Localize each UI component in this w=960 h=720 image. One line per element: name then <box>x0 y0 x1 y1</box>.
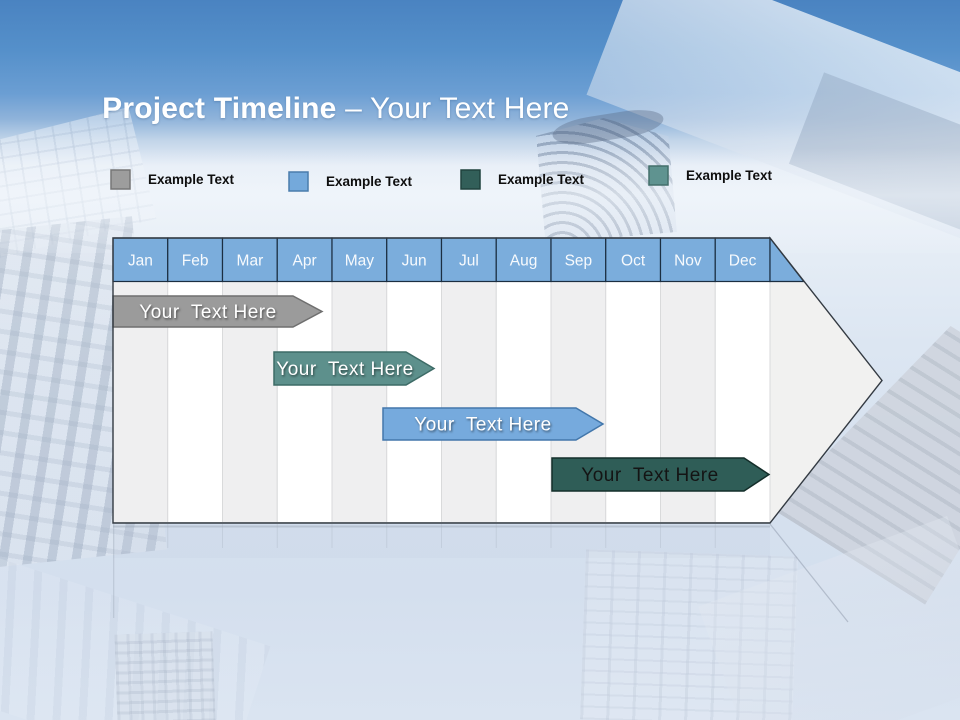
month-label-apr: Apr <box>293 253 317 270</box>
legend-swatch-rect <box>288 171 309 192</box>
legend-item-teal[interactable]: Example Text <box>648 165 772 186</box>
month-label-dec: Dec <box>729 253 757 270</box>
legend-swatch-rect <box>110 169 131 190</box>
month-label-aug: Aug <box>510 253 538 270</box>
month-label-oct: Oct <box>621 253 646 270</box>
task-bar-blue[interactable]: Your Text Here <box>382 407 605 441</box>
page-title[interactable]: Project Timeline – Your Text Here <box>68 58 570 160</box>
legend-swatch-rect <box>648 165 669 186</box>
column-jul <box>441 281 497 523</box>
task-bar-gray[interactable]: Your Text Here <box>112 295 324 328</box>
legend-item-gray[interactable]: Example Text <box>110 169 234 190</box>
month-label-jul: Jul <box>459 253 479 270</box>
header-cell-may <box>331 237 388 283</box>
month-label-jan: Jan <box>128 253 153 270</box>
column-jun <box>386 281 442 523</box>
task-bar-label: Your Text Here <box>581 465 718 486</box>
column-may <box>331 281 388 523</box>
title-bold-text: Project Timeline <box>102 92 346 125</box>
month-label-may: May <box>345 253 375 270</box>
month-label-jun: Jun <box>402 253 427 270</box>
task-bar-dark-teal[interactable]: Your Text Here <box>551 457 771 492</box>
legend-swatch-teal <box>648 165 669 186</box>
big-arrow-outline <box>112 237 883 524</box>
task-bar-blue-shape[interactable] <box>382 407 605 441</box>
header-cell-jul <box>440 237 497 283</box>
month-labels: Jan Feb Mar Apr May Jun Jul Aug Sep Oct … <box>128 253 757 270</box>
legend-item-dark-teal[interactable]: Example Text <box>460 169 584 190</box>
table-reflection <box>113 523 849 623</box>
legend-swatch-blue <box>288 171 309 192</box>
month-label-feb: Feb <box>182 253 209 270</box>
legend-swatch-gray <box>110 169 131 190</box>
header-cell-nov <box>659 237 716 283</box>
legend-swatch-dark-teal <box>460 169 481 190</box>
header-cell-feb <box>167 237 224 283</box>
column-aug <box>495 281 552 523</box>
legend-label: Example Text <box>326 174 413 189</box>
header-cell-jan <box>112 237 169 283</box>
header-cell-jun <box>386 237 443 283</box>
month-label-nov: Nov <box>674 253 702 270</box>
title-light-text: – Your Text Here <box>345 92 570 125</box>
reflection-column-ticks <box>167 524 716 548</box>
legend-label: Example Text <box>148 172 235 187</box>
month-label-sep: Sep <box>565 253 593 270</box>
legend-label: Example Text <box>498 172 585 187</box>
task-bar-label: Your Text Here <box>414 415 551 436</box>
task-bar-label: Your Text Here <box>139 302 276 323</box>
legend-label: Example Text <box>686 168 773 183</box>
task-bar-teal[interactable]: Your Text Here <box>273 351 436 386</box>
month-label-mar: Mar <box>237 253 264 270</box>
legend-swatch-rect <box>460 169 481 190</box>
task-bar-label: Your Text Here <box>276 359 413 380</box>
legend-item-blue[interactable]: Example Text <box>288 171 412 192</box>
task-bar-dark-teal-shape[interactable] <box>551 457 771 492</box>
task-bar-teal-shape[interactable] <box>273 351 436 386</box>
